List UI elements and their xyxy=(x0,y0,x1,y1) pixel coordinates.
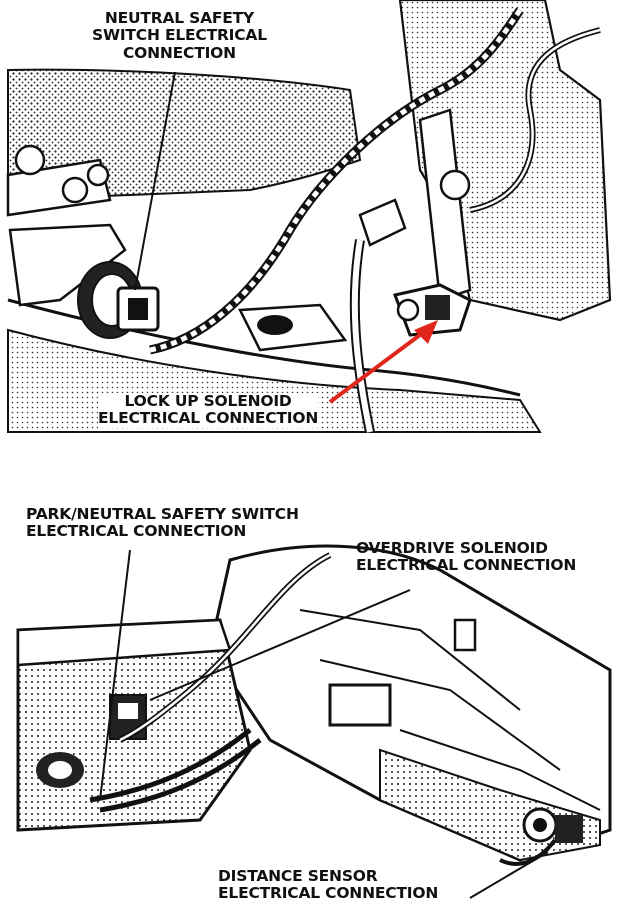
top-diagram-illustration xyxy=(6,0,612,434)
distance-sensor-leader xyxy=(469,851,549,899)
lock-up-line-2: ELECTRICAL CONNECTION xyxy=(98,409,319,428)
housing-boss-1 xyxy=(328,683,392,727)
top-diagram: NEUTRAL SAFETY SWITCH ELECTRICAL CONNECT… xyxy=(0,0,624,440)
distance-sensor xyxy=(522,807,583,843)
lower-connector xyxy=(36,752,84,788)
bolt-cluster-left xyxy=(14,144,110,204)
lock-up-leader[interactable] xyxy=(328,324,434,404)
bottom-diagram-illustration xyxy=(16,544,612,899)
park-neutral-line-1: PARK/NEUTRAL SAFETY SWITCH xyxy=(26,505,299,523)
park-neutral-leader xyxy=(99,549,131,801)
neutral-switch-line-2: SWITCH ELECTRICAL xyxy=(92,26,267,45)
lock-up-line-1: LOCK UP SOLENOID xyxy=(124,392,292,410)
distance-sensor-line-2: ELECTRICAL CONNECTION xyxy=(218,884,439,903)
neutral-safety-switch-label: NEUTRAL SAFETY SWITCH ELECTRICAL CONNECT… xyxy=(92,9,267,62)
lock-up-solenoid-connector xyxy=(392,283,472,337)
bottom-diagram: PARK/NEUTRAL SAFETY SWITCH ELECTRICAL CO… xyxy=(0,500,624,911)
distance-sensor-label: DISTANCE SENSOR ELECTRICAL CONNECTION xyxy=(218,867,439,903)
cooler-line-fitting xyxy=(358,198,407,247)
mount-block xyxy=(238,303,348,352)
housing-ribs xyxy=(299,609,601,811)
linkage-rod xyxy=(418,108,472,302)
neutral-safety-switch-connector xyxy=(77,261,160,339)
neutral-switch-line-1: NEUTRAL SAFETY xyxy=(104,9,255,27)
distance-sensor-line-1: DISTANCE SENSOR xyxy=(218,867,378,885)
overdrive-solenoid-label: OVERDRIVE SOLENOID ELECTRICAL CONNECTION xyxy=(356,539,577,575)
overdrive-line-1: OVERDRIVE SOLENOID xyxy=(356,539,548,557)
sensor-wire xyxy=(499,838,557,866)
cooler-lines xyxy=(89,728,262,813)
lock-up-solenoid-label: LOCK UP SOLENOID ELECTRICAL CONNECTION xyxy=(98,392,319,428)
overdrive-leader xyxy=(149,589,411,701)
overdrive-line-2: ELECTRICAL CONNECTION xyxy=(356,556,577,575)
park-neutral-switch-label: PARK/NEUTRAL SAFETY SWITCH ELECTRICAL CO… xyxy=(26,505,299,541)
neutral-switch-line-3: CONNECTION xyxy=(122,43,236,62)
housing-boss-2 xyxy=(453,618,477,652)
neutral-switch-leader xyxy=(134,71,176,291)
park-neutral-line-2: ELECTRICAL CONNECTION xyxy=(26,522,247,541)
lock-up-arrowhead xyxy=(414,320,438,344)
